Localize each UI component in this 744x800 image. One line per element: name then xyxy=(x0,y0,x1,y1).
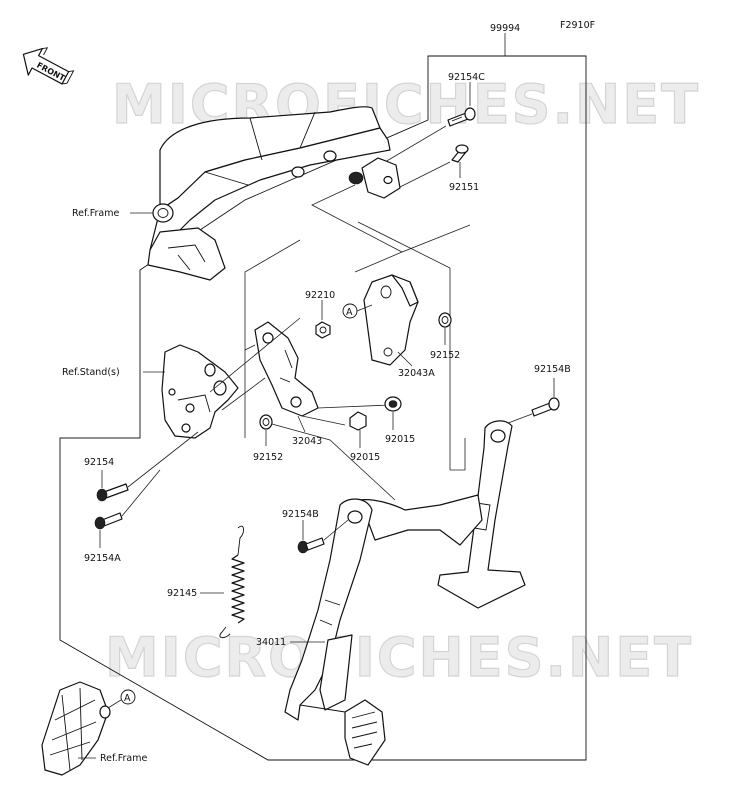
bolt-92151 xyxy=(451,144,469,163)
bolt-92154c xyxy=(447,107,476,127)
frame-bottom: A xyxy=(41,681,136,776)
bracket-32043 xyxy=(254,321,319,417)
axis-92154 xyxy=(127,431,199,488)
guide-lines-middle xyxy=(60,317,391,439)
bolt-92154a xyxy=(94,512,123,530)
label-92154: 92154 xyxy=(84,457,114,468)
label-ref-stand: Ref.Stand(s) xyxy=(62,367,120,378)
label-ref-frame-bottom: Ref.Frame xyxy=(100,753,147,764)
label-92154b-right: 92154B xyxy=(534,364,571,375)
frame-top xyxy=(147,106,391,281)
guide-lines-lower xyxy=(271,423,396,501)
axis-92154b-center xyxy=(323,519,349,541)
label-ref-frame-top: Ref.Frame xyxy=(72,208,119,219)
axis-92154c xyxy=(384,125,447,163)
label-92210: 92210 xyxy=(305,290,335,301)
label-92145: 92145 xyxy=(167,588,197,599)
label-99994: 99994 xyxy=(490,23,520,34)
collar-92152-left xyxy=(259,414,273,430)
stand-plate xyxy=(161,344,239,439)
label-92154c: 92154C xyxy=(448,72,485,83)
main-stand-34011 xyxy=(284,420,526,766)
front-arrow-icon: FRONT xyxy=(22,47,75,85)
bolt-92154b-center xyxy=(297,537,325,554)
bolt-92154b-right xyxy=(531,397,560,417)
leader-32043 xyxy=(297,415,306,433)
collar-92015-right xyxy=(384,396,402,412)
label-32043: 32043 xyxy=(292,436,322,447)
label-32043a: 32043A xyxy=(398,368,435,379)
leader-32043a xyxy=(397,351,413,367)
watermark-bottom: MICROFICHES.NET xyxy=(105,626,693,689)
label-92154a: 92154A xyxy=(84,553,121,564)
collar-92015-left xyxy=(349,411,367,431)
label-92154b-center: 92154B xyxy=(282,509,319,520)
label-92152-left: 92152 xyxy=(253,452,283,463)
axis-92151 xyxy=(397,161,451,189)
spring-92145 xyxy=(219,525,245,639)
label-92015-right: 92015 xyxy=(385,434,415,445)
bolt-92154 xyxy=(96,483,129,502)
figure-code: F2910F xyxy=(560,20,595,31)
bracket-32043a: A xyxy=(342,274,419,366)
axis-92154a xyxy=(121,469,161,517)
guide-lines-upper xyxy=(244,184,471,470)
nut-92210 xyxy=(315,321,331,339)
upper-bracket xyxy=(348,157,401,199)
callout-a-bottom: A xyxy=(124,693,131,704)
callout-a-top: A xyxy=(346,307,353,318)
label-92152-right: 92152 xyxy=(430,350,460,361)
label-92015-left: 92015 xyxy=(350,452,380,463)
collar-92152-right xyxy=(438,312,452,328)
label-34011: 34011 xyxy=(256,637,286,648)
label-92151: 92151 xyxy=(449,182,479,193)
